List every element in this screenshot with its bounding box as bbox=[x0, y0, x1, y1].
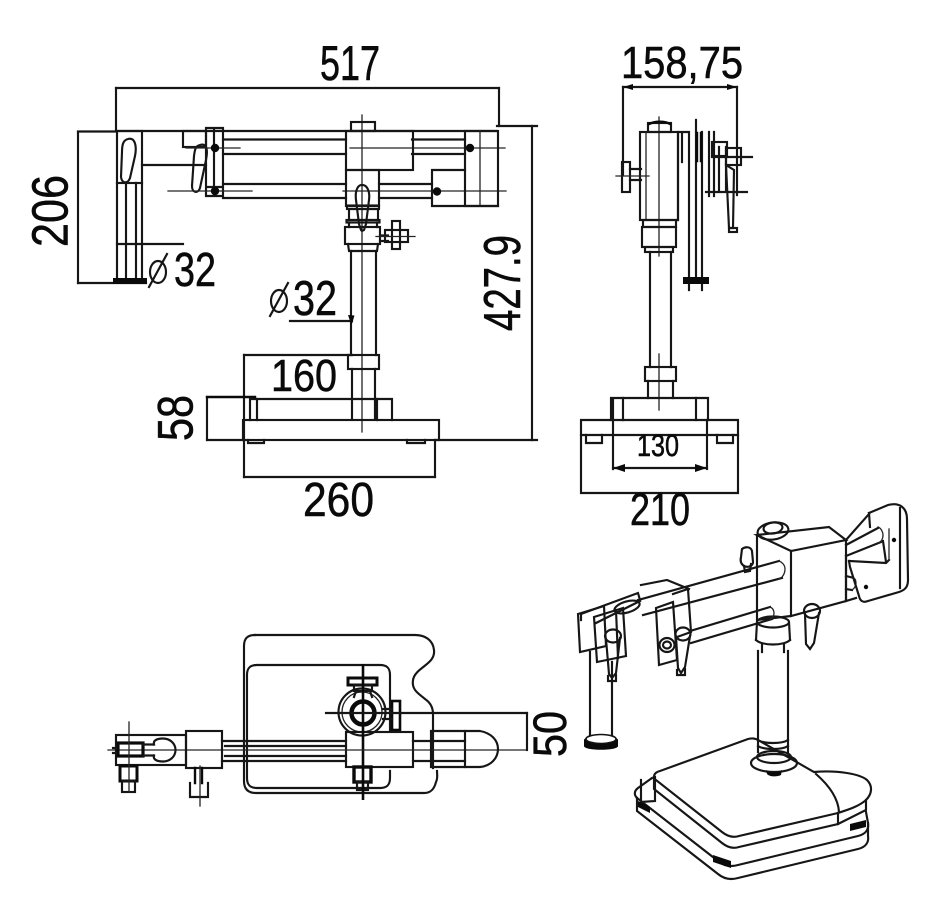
svg-text:210: 210 bbox=[630, 483, 690, 535]
svg-text:32: 32 bbox=[174, 244, 216, 297]
svg-text:206: 206 bbox=[22, 175, 79, 247]
svg-text:130: 130 bbox=[637, 428, 679, 463]
svg-text:427.9: 427.9 bbox=[474, 235, 532, 331]
svg-text:158,75: 158,75 bbox=[621, 37, 743, 88]
svg-text:50: 50 bbox=[523, 711, 576, 757]
svg-text:260: 260 bbox=[303, 474, 374, 527]
svg-text:58: 58 bbox=[148, 395, 204, 441]
svg-text:160: 160 bbox=[271, 350, 337, 401]
svg-text:517: 517 bbox=[320, 37, 380, 91]
svg-text:32: 32 bbox=[293, 272, 337, 326]
